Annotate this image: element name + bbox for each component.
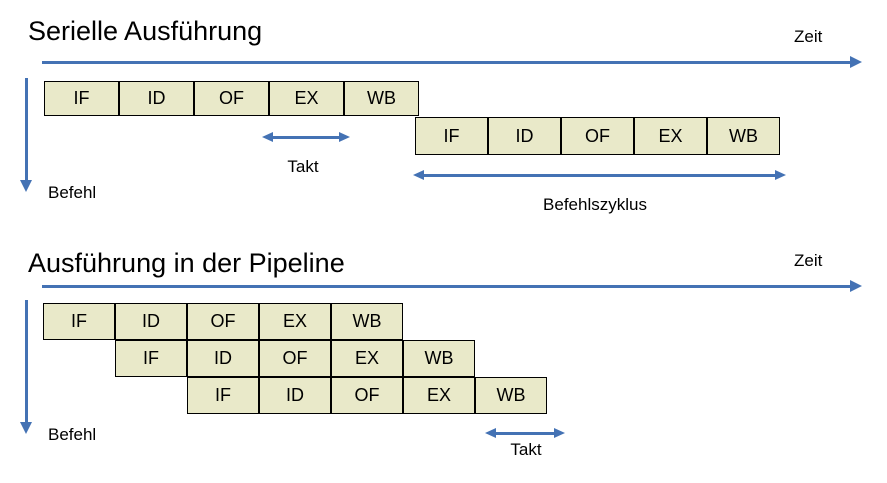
serial-section-title: Serielle Ausführung bbox=[28, 16, 263, 46]
stage-box: EX bbox=[259, 303, 331, 340]
serial-time-axis-label: Zeit bbox=[794, 27, 823, 46]
arrow-left-icon bbox=[262, 132, 273, 142]
stage-box: IF bbox=[43, 303, 115, 340]
stage-box: EX bbox=[403, 377, 475, 414]
stage-box: IF bbox=[115, 340, 187, 377]
stage-box: WB bbox=[344, 81, 419, 116]
stage-box: ID bbox=[119, 81, 194, 116]
stage-box: WB bbox=[475, 377, 547, 414]
stage-box: WB bbox=[331, 303, 403, 340]
stage-box: ID bbox=[488, 117, 561, 155]
stage-box: EX bbox=[331, 340, 403, 377]
arrow-right-icon bbox=[339, 132, 350, 142]
pipeline-time-axis-arrowhead-icon bbox=[850, 280, 862, 292]
stage-box: WB bbox=[707, 117, 780, 155]
stage-box: EX bbox=[269, 81, 344, 116]
serial-instruction-axis-line bbox=[25, 78, 28, 182]
stage-box: IF bbox=[187, 377, 259, 414]
stage-box: ID bbox=[259, 377, 331, 414]
serial-time-axis-line bbox=[42, 61, 850, 64]
serial-instruction-axis-label: Befehl bbox=[48, 183, 97, 202]
pipeline-section-title: Ausführung in der Pipeline bbox=[28, 248, 345, 278]
stage-box: EX bbox=[634, 117, 707, 155]
stage-box: OF bbox=[259, 340, 331, 377]
stage-box: OF bbox=[187, 303, 259, 340]
serial-cycle-label: Befehlszyklus bbox=[543, 195, 647, 214]
serial-time-axis-arrowhead-icon bbox=[850, 56, 862, 68]
arrow-left-icon bbox=[413, 170, 424, 180]
pipeline-time-axis-label: Zeit bbox=[794, 251, 823, 270]
pipeline-instruction-axis-line bbox=[25, 300, 28, 424]
arrow-left-icon bbox=[485, 428, 496, 438]
stage-box: IF bbox=[44, 81, 119, 116]
stage-box: ID bbox=[187, 340, 259, 377]
serial-clock-label: Takt bbox=[287, 157, 319, 176]
serial-clock-dimension-line bbox=[271, 136, 341, 139]
pipeline-instruction-axis-label: Befehl bbox=[48, 425, 97, 444]
arrow-right-icon bbox=[554, 428, 565, 438]
stage-box: IF bbox=[415, 117, 488, 155]
stage-box: ID bbox=[115, 303, 187, 340]
stage-box: WB bbox=[403, 340, 475, 377]
pipeline-clock-dimension-line bbox=[494, 432, 556, 435]
stage-box: OF bbox=[194, 81, 269, 116]
stage-box: OF bbox=[561, 117, 634, 155]
pipeline-time-axis-line bbox=[42, 285, 850, 288]
serial-instruction-axis-arrowhead-icon bbox=[20, 180, 32, 192]
arrow-right-icon bbox=[775, 170, 786, 180]
serial-cycle-dimension-line bbox=[424, 174, 776, 177]
pipeline-clock-label: Takt bbox=[510, 440, 542, 459]
pipeline-instruction-axis-arrowhead-icon bbox=[20, 422, 32, 434]
stage-box: OF bbox=[331, 377, 403, 414]
